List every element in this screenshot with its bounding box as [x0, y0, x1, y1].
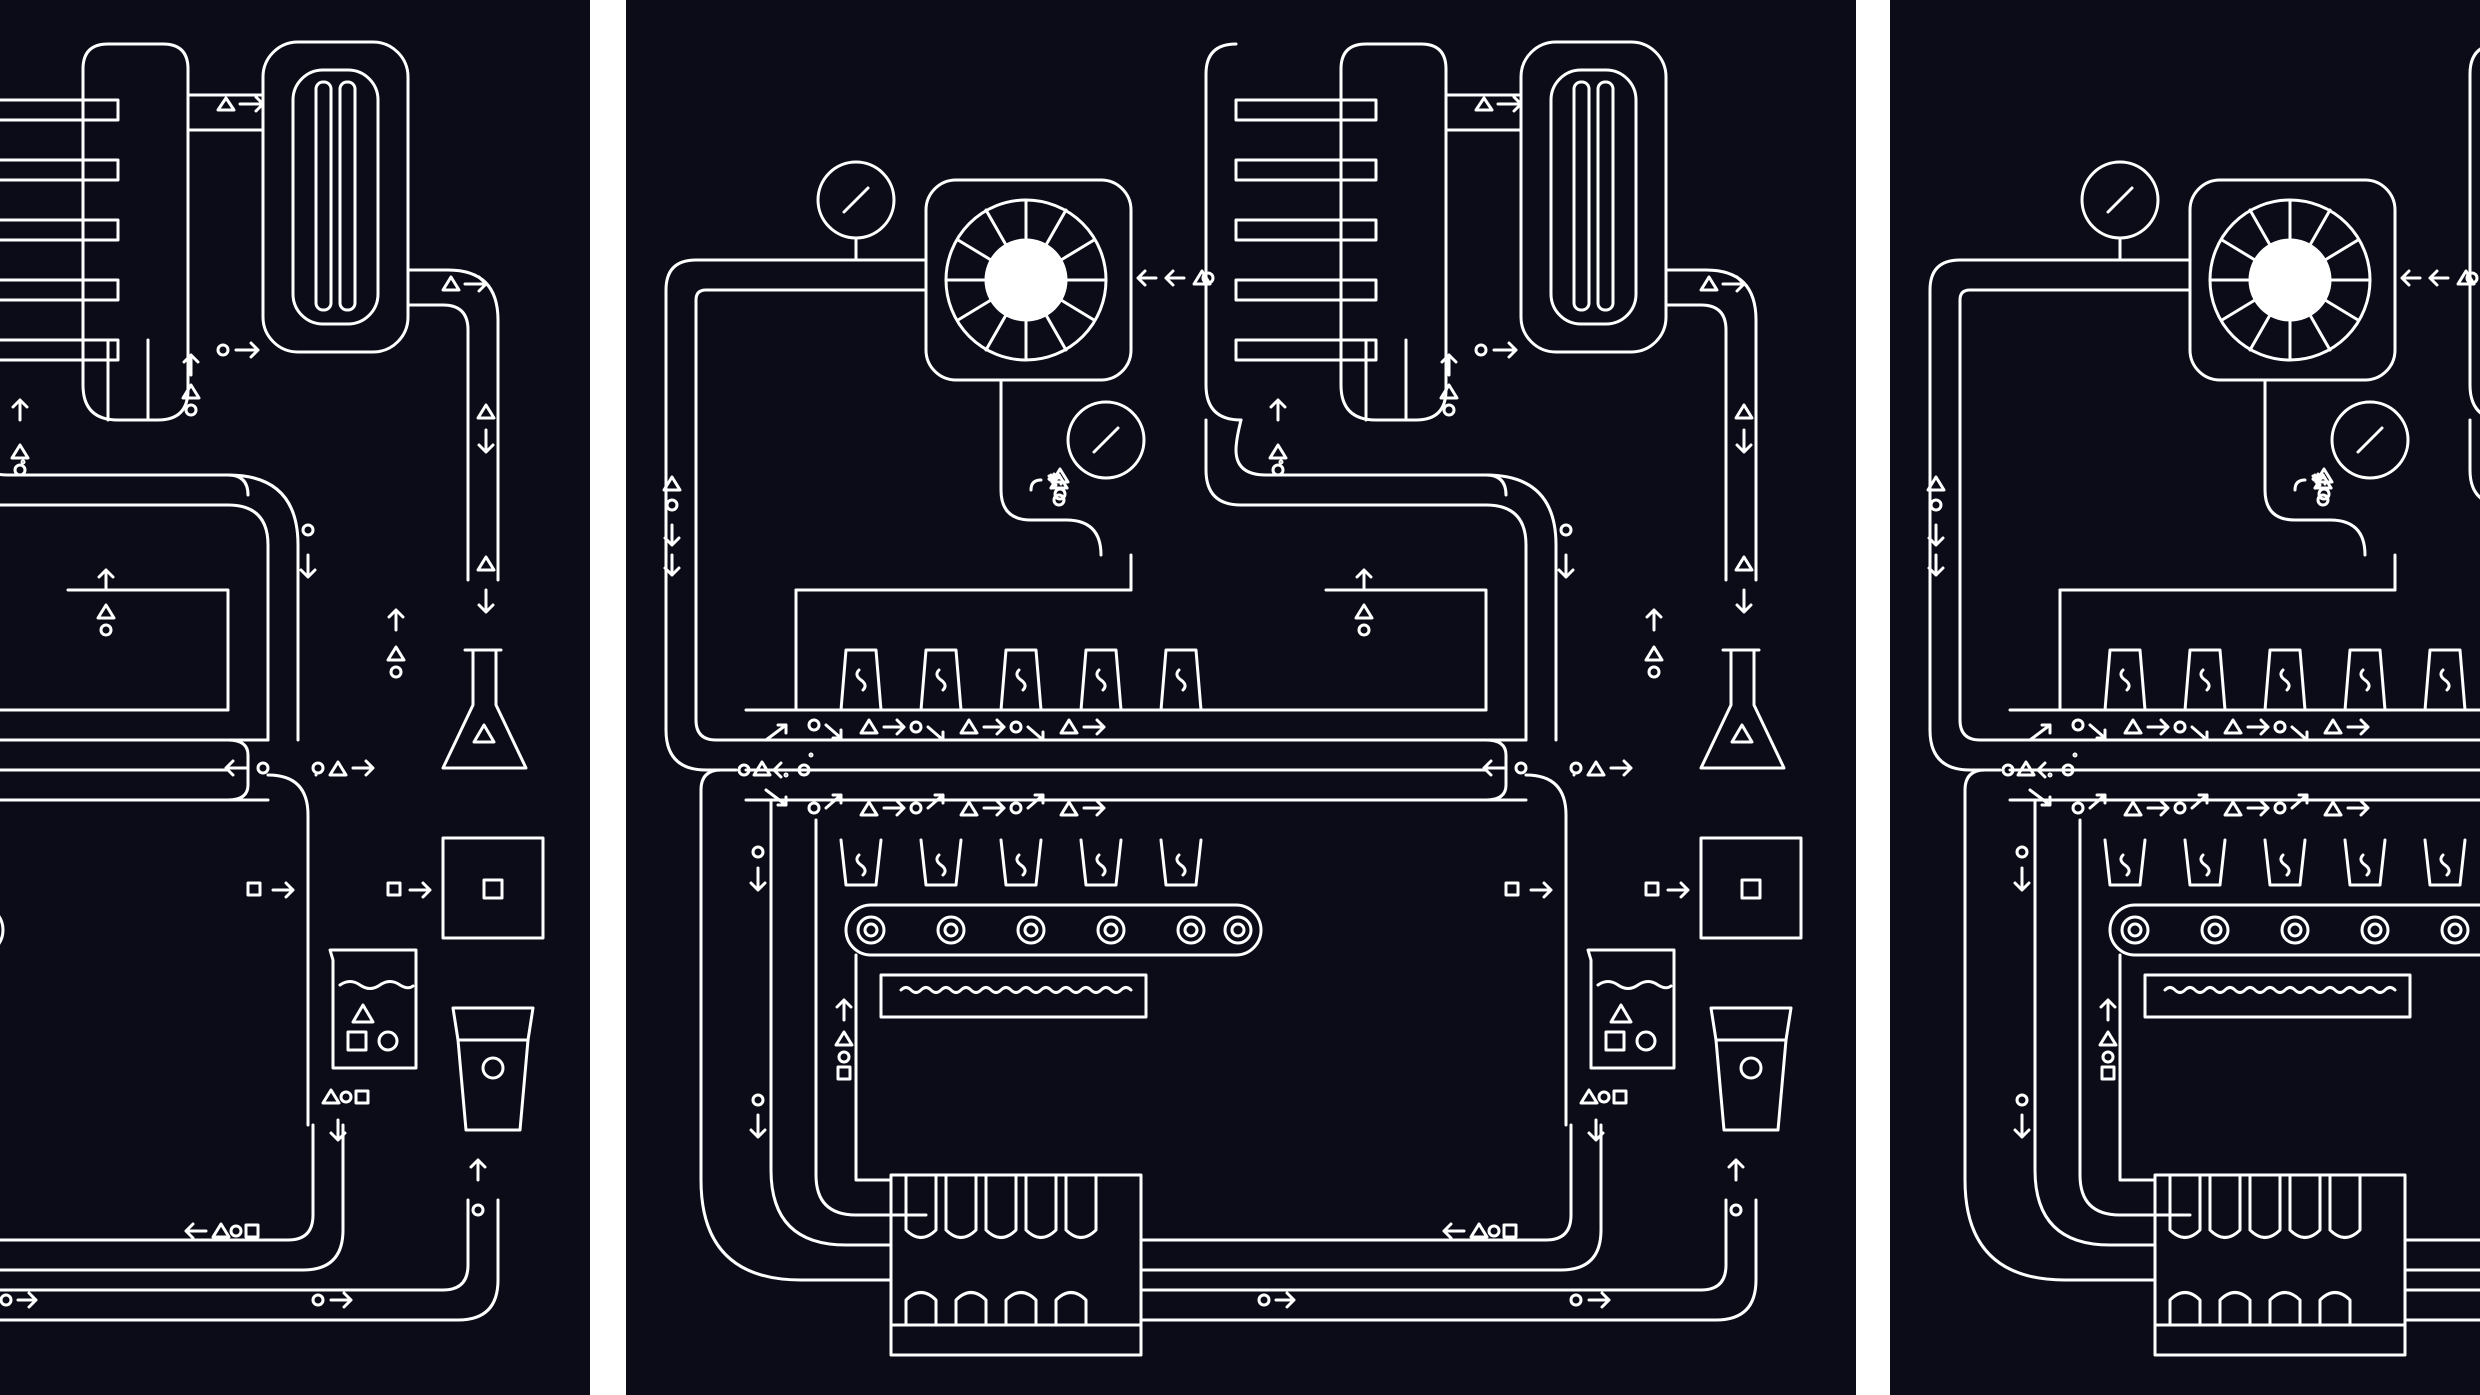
panel-right — [1890, 0, 2480, 1395]
process-diagram-left — [0, 40, 545, 1357]
process-diagram-right — [1926, 40, 2480, 1357]
process-diagram-center — [662, 40, 1803, 1357]
panel-center — [626, 0, 1856, 1395]
panel-left — [0, 0, 590, 1395]
